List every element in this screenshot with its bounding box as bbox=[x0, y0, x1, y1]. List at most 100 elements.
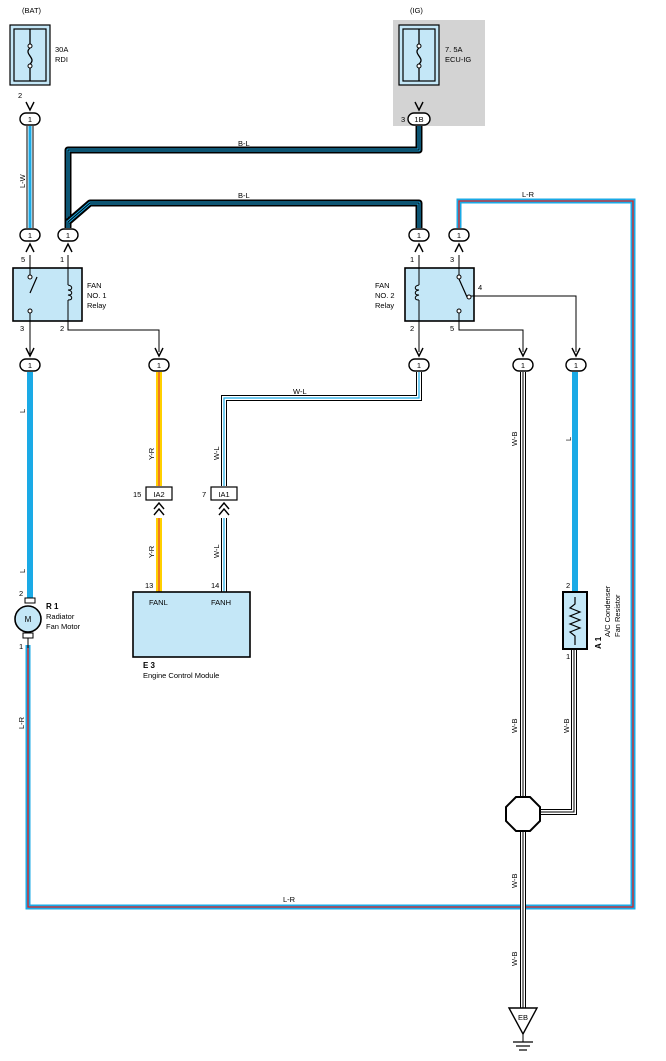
svg-text:1: 1 bbox=[417, 231, 421, 240]
ground-label: EB bbox=[518, 1013, 528, 1022]
label-w-l-horizontal: W-L bbox=[293, 387, 307, 396]
label-y-r-upper: Y-R bbox=[147, 447, 156, 460]
ia1-pin: 7 bbox=[202, 490, 206, 499]
connector-relay2-in-b: 1 bbox=[448, 228, 470, 253]
radiator-fan-motor: M 2 1 R 1 Radiator Fan Motor bbox=[14, 589, 81, 651]
ia2-label: IA2 bbox=[153, 490, 164, 499]
label-l-w: L-W bbox=[18, 173, 27, 188]
connector-relay1-in-a: 1 bbox=[19, 228, 41, 253]
svg-text:1: 1 bbox=[28, 115, 32, 124]
relay2-pin5: 5 bbox=[450, 324, 454, 333]
connector-relay2-out-b: 1 bbox=[512, 347, 534, 372]
resistor-line1: A/C Condenser bbox=[603, 585, 612, 637]
relay-fan-no1: 5 1 3 2 FAN NO. 1 Relay bbox=[12, 255, 107, 333]
ecm-code: E 3 bbox=[143, 661, 156, 670]
connector-relay1-in-b: 1 bbox=[57, 228, 79, 253]
junction bbox=[505, 796, 541, 832]
wire-w-b bbox=[520, 372, 577, 1008]
bat-pin: 2 bbox=[18, 91, 22, 100]
svg-text:1B: 1B bbox=[414, 115, 423, 124]
inline-connector-ia2: IA2 15 bbox=[133, 486, 173, 516]
label-w-l-upper: W-L bbox=[212, 446, 221, 460]
label-w-b-ground: W-B bbox=[510, 952, 519, 966]
svg-text:1: 1 bbox=[521, 361, 525, 370]
wire-w-l bbox=[221, 372, 422, 592]
relay2-title-3: Relay bbox=[375, 301, 394, 310]
bat-fuse-amp: 30A bbox=[55, 45, 68, 54]
connector-ig: 1B bbox=[407, 101, 431, 126]
relay1-title-3: Relay bbox=[87, 301, 106, 310]
relay1-pin5: 5 bbox=[21, 255, 25, 264]
motor-code: R 1 bbox=[46, 602, 59, 611]
label-l-left-upper: L bbox=[18, 409, 27, 413]
motor-pin-bottom: 1 bbox=[19, 642, 23, 651]
ig-fuse: (IG) 7. 5A ECU-IG 3 bbox=[393, 6, 485, 126]
relay1-pin1: 1 bbox=[60, 255, 64, 264]
ia2-pin: 15 bbox=[133, 490, 141, 499]
ecm-pin-fanl: 13 bbox=[145, 581, 153, 590]
ecm-fanl: FANL bbox=[149, 598, 168, 607]
bat-fuse: (BAT) 30A RDI 2 bbox=[9, 6, 68, 100]
svg-text:1: 1 bbox=[417, 361, 421, 370]
relay-fan-no2: 1 3 4 2 5 FAN NO. 2 Relay bbox=[375, 255, 482, 333]
motor-pin-top: 2 bbox=[19, 589, 23, 598]
label-w-b-resistor: W-B bbox=[562, 719, 571, 733]
label-w-b-mid: W-B bbox=[510, 719, 519, 733]
motor-symbol: M bbox=[25, 615, 32, 624]
relay2-pin4: 4 bbox=[478, 283, 482, 292]
connector-bat: 1 bbox=[19, 101, 41, 126]
resistor-line2: Fan Resistor bbox=[613, 594, 622, 637]
connector-relay2-out-a: 1 bbox=[408, 347, 430, 372]
wire-b-l-mid bbox=[65, 199, 423, 228]
label-l-r-left: L-R bbox=[17, 716, 26, 729]
svg-text:1: 1 bbox=[457, 231, 461, 240]
condenser-fan-resistor: 2 1 A 1 A/C Condenser Fan Resistor bbox=[562, 581, 622, 661]
label-y-r-lower: Y-R bbox=[147, 545, 156, 558]
label-l-right: L bbox=[564, 437, 573, 441]
bat-source-label: (BAT) bbox=[22, 6, 42, 15]
resistor-code: A 1 bbox=[594, 636, 603, 649]
relay2-pin3: 3 bbox=[450, 255, 454, 264]
inline-connector-ia1: IA1 7 bbox=[202, 486, 238, 516]
connector-relay2-in-a: 1 bbox=[408, 228, 430, 253]
wire-b-l-top bbox=[64, 126, 423, 228]
label-l-r-bottom: L-R bbox=[283, 895, 296, 904]
svg-text:1: 1 bbox=[157, 361, 161, 370]
wire-l-r-loop bbox=[25, 198, 636, 910]
engine-control-module: FANL FANH 13 14 E 3 Engine Control Modul… bbox=[132, 581, 251, 680]
label-b-l-mid: B-L bbox=[238, 191, 250, 200]
wire-relay1-pin2 bbox=[67, 322, 160, 352]
label-w-l-lower: W-L bbox=[212, 544, 221, 558]
motor-line1: Radiator bbox=[46, 612, 75, 621]
motor-line2: Fan Motor bbox=[46, 622, 81, 631]
label-w-b-lower: W-B bbox=[510, 874, 519, 888]
svg-text:1: 1 bbox=[28, 231, 32, 240]
relay1-pin2: 2 bbox=[60, 324, 64, 333]
resistor-pin-bottom: 1 bbox=[566, 652, 570, 661]
svg-text:1: 1 bbox=[574, 361, 578, 370]
ig-pin: 3 bbox=[401, 115, 405, 124]
ecm-name: Engine Control Module bbox=[143, 671, 219, 680]
bat-fuse-name: RDI bbox=[55, 55, 68, 64]
relay1-title-1: FAN bbox=[87, 281, 102, 290]
connector-relay1-out-b: 1 bbox=[148, 347, 170, 372]
label-l-r-top: L-R bbox=[522, 190, 535, 199]
relay2-title-1: FAN bbox=[375, 281, 390, 290]
wire-relay2-pin4 bbox=[476, 295, 577, 352]
ig-source-label: (IG) bbox=[410, 6, 423, 15]
relay2-pin2: 2 bbox=[410, 324, 414, 333]
label-l-left-lower: L bbox=[18, 569, 27, 573]
label-w-b-upper: W-B bbox=[510, 432, 519, 446]
ground-eb: EB bbox=[507, 1007, 539, 1051]
ig-fuse-name: ECU-IG bbox=[445, 55, 471, 64]
relay2-pin1: 1 bbox=[410, 255, 414, 264]
relay1-pin3: 3 bbox=[20, 324, 24, 333]
connector-relay2-out-c: 1 bbox=[565, 347, 587, 372]
ecm-fanh: FANH bbox=[211, 598, 231, 607]
resistor-pin-top: 2 bbox=[566, 581, 570, 590]
connector-relay1-out-a: 1 bbox=[19, 322, 41, 372]
wire-relay2-pin5 bbox=[458, 322, 524, 352]
label-b-l-top: B-L bbox=[238, 139, 250, 148]
relay2-title-2: NO. 2 bbox=[375, 291, 395, 300]
